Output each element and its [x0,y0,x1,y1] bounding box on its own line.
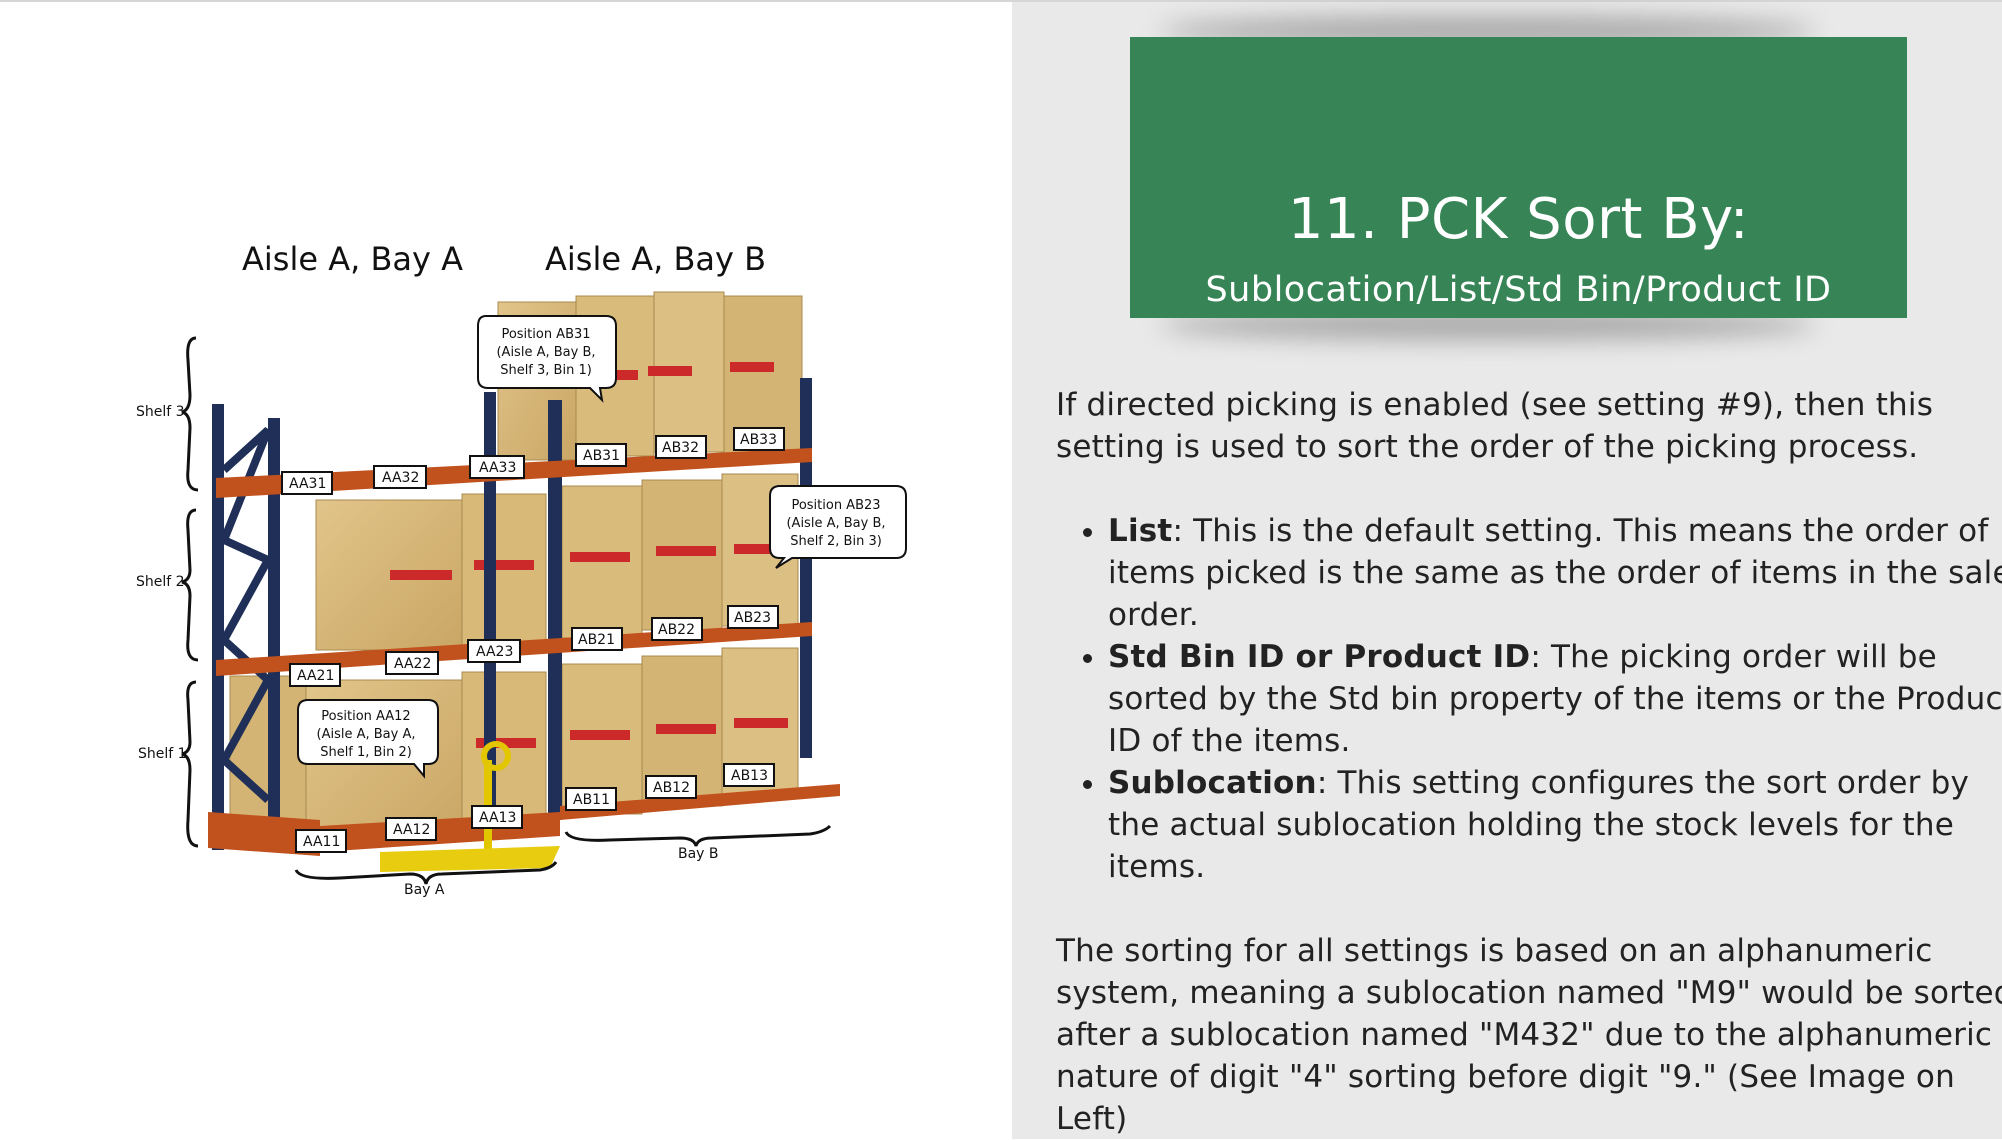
callout-ab23-line-2: (Aisle A, Bay B, [786,516,885,531]
bin-label-ab33: AB33 [740,432,777,448]
callout-aa12-line-1: Position AA12 [321,709,410,724]
callout-ab23-line-1: Position AB23 [791,498,880,513]
callout-ab31: Position AB31 (Aisle A, Bay B, Shelf 3, … [477,315,617,403]
slide-title: 11. PCK Sort By: [1287,187,1750,252]
bin-label-aa23: AA23 [476,644,513,660]
bin-label-aa22: AA22 [394,656,431,672]
callout-ab31-line-1: Position AB31 [501,327,590,342]
slide-body: If directed picking is enabled (see sett… [1056,384,2002,1140]
bin-label-ab11: AB11 [573,792,610,808]
shelf-2-label: Shelf 2 [136,574,185,590]
list-item-text: : This setting configures the sort order… [1108,765,1970,885]
bin-label-aa12: AA12 [393,822,430,838]
aisle-a-bay-b-heading: Aisle A, Bay B [545,240,766,278]
list-item-text: : This is the default setting. This mean… [1108,513,2002,633]
bay-b-label: Bay B [678,846,719,862]
settings-list: List: This is the default setting. This … [1056,510,2002,888]
bin-label-aa11: AA11 [303,834,340,850]
callout-ab23: Position AB23 (Aisle A, Bay B, Shelf 2, … [769,485,907,569]
list-item-term: Std Bin ID or Product ID [1108,639,1531,675]
callout-ab23-line-3: Shelf 2, Bin 3) [790,534,882,549]
list-item-std-bin: Std Bin ID or Product ID: The picking or… [1108,636,2002,762]
aisle-a-bay-a-heading: Aisle A, Bay A [242,240,463,278]
shelf-braces [181,336,199,848]
warehouse-rack-diagram: Aisle A, Bay A Aisle A, Bay B [136,240,907,898]
list-item-list: List: This is the default setting. This … [1108,510,2002,636]
list-item-sublocation: Sublocation: This setting configures the… [1108,762,2002,888]
bin-label-aa32: AA32 [382,470,419,486]
bay-b-brace [564,824,832,847]
bin-label-aa33: AA33 [479,460,516,476]
bin-label-ab31: AB31 [583,448,620,464]
shelf-1-label: Shelf 1 [138,746,187,762]
callout-aa12-line-3: Shelf 1, Bin 2) [320,745,412,760]
left-image-pane: Aisle A, Bay A Aisle A, Bay B [136,240,907,898]
intro-paragraph: If directed picking is enabled (see sett… [1056,387,1934,465]
bin-label-ab23: AB23 [734,610,771,626]
bin-label-ab32: AB32 [662,440,699,456]
bin-label-ab22: AB22 [658,622,695,638]
callout-aa12: Position AA12 (Aisle A, Bay A, Shelf 1, … [297,699,439,779]
bin-label-aa31: AA31 [289,476,326,492]
callout-ab31-line-3: Shelf 3, Bin 1) [500,363,592,378]
bin-label-ab13: AB13 [731,768,768,784]
list-item-term: Sublocation [1108,765,1317,801]
list-item-text: : The picking order will be sorted by th… [1108,639,2002,759]
callout-ab31-line-2: (Aisle A, Bay B, [496,345,595,360]
list-item-term: List [1108,513,1173,549]
bin-labels: AA31 AA32 AA33 AB31 AB32 AB33 AA21 AA22 … [281,427,785,853]
shelf-3-label: Shelf 3 [136,404,185,420]
bin-label-aa21: AA21 [297,668,334,684]
bin-label-aa13: AA13 [479,810,516,826]
bay-a-brace [294,861,558,885]
bay-a-label: Bay A [404,882,445,898]
slide-subtitle: Sublocation/List/Std Bin/Product ID [1205,270,1832,310]
bin-label-ab21: AB21 [578,632,615,648]
rack-uprights [212,378,812,850]
title-card: 11. PCK Sort By: Sublocation/List/Std Bi… [1130,37,1907,318]
top-divider [0,0,2002,2]
callout-aa12-line-2: (Aisle A, Bay A, [317,727,416,742]
bin-label-ab12: AB12 [653,780,690,796]
outro-paragraph: The sorting for all settings is based on… [1056,933,2002,1137]
